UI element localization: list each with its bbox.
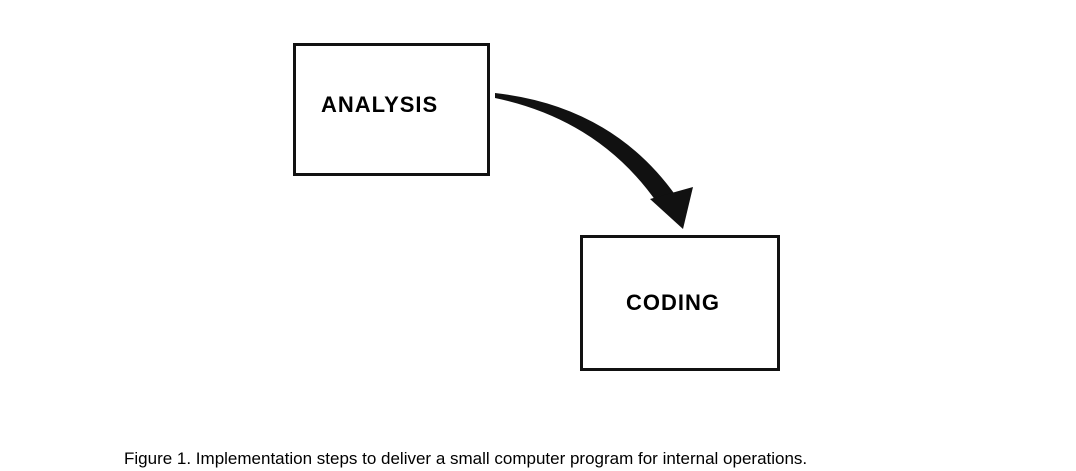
- coding-label: CODING: [626, 290, 720, 315]
- analysis-label: ANALYSIS: [321, 92, 439, 117]
- analysis-box: ANALYSIS: [293, 43, 490, 176]
- figure-caption: Figure 1. Implementation steps to delive…: [124, 449, 808, 468]
- arrow-head: [650, 187, 693, 229]
- coding-box: CODING: [580, 235, 780, 371]
- arrow-shaft: [495, 93, 676, 204]
